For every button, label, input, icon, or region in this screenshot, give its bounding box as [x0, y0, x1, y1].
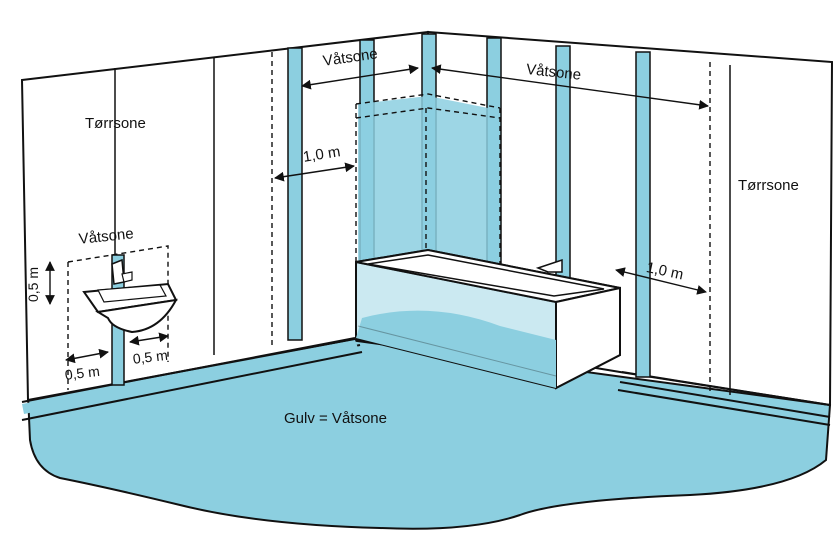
wall-panel-lines — [114, 58, 731, 395]
dry-zone-left-label: Tørrsone — [85, 115, 146, 132]
wet-zone-above-tub — [358, 96, 498, 262]
dimension-arrows — [45, 64, 709, 364]
dry-zone-right-label: Tørrsone — [738, 177, 799, 194]
bathtub — [355, 248, 621, 390]
skirting-right — [617, 371, 831, 426]
floor — [26, 338, 832, 530]
floor-skirting-band-left — [22, 340, 358, 414]
dist-sink-right-label: 0,5 m — [131, 346, 169, 367]
dist-sink-left-label: 0,5 m — [63, 362, 101, 383]
floor-wet-zone-label: Gulv = Våtsone — [284, 410, 387, 427]
dist-sink-height-label: 0,5 m — [25, 266, 41, 302]
sink — [82, 258, 178, 334]
bath-tap — [535, 258, 563, 273]
